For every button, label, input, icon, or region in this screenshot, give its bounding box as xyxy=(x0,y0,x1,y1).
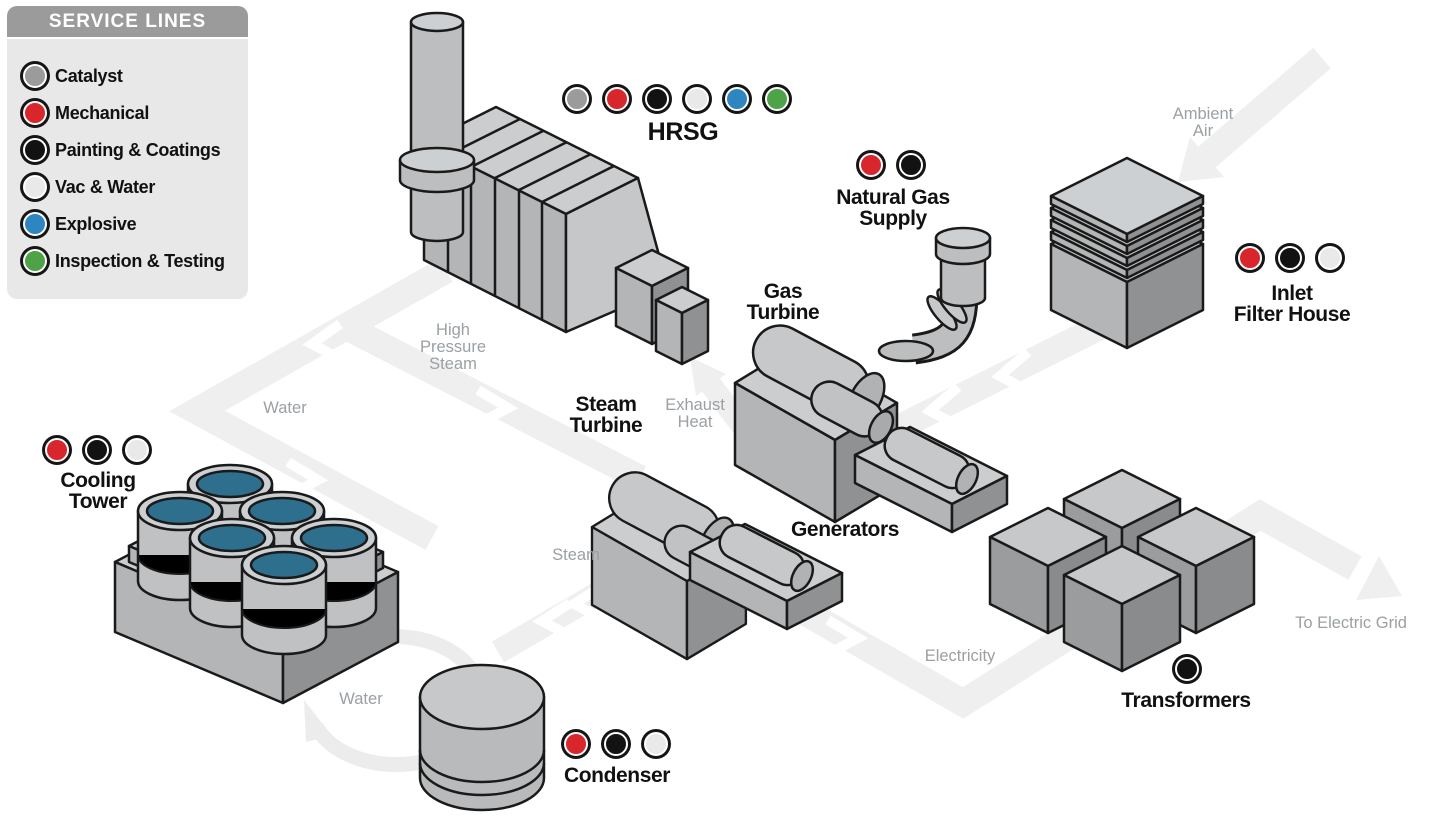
catalyst-dot-icon xyxy=(23,64,47,88)
electricity-label: Electricity xyxy=(924,647,996,665)
generators-label: Generators xyxy=(790,518,900,541)
hrsg-label: HRSG xyxy=(647,118,719,146)
cooling-tower-structure xyxy=(113,463,400,705)
vac-water-dot-icon xyxy=(23,175,47,199)
service-dot xyxy=(899,153,923,177)
service-dot xyxy=(564,732,588,756)
condenser-structure xyxy=(418,663,546,812)
service-dot xyxy=(604,732,628,756)
legend-item-vac-water: Vac & Water xyxy=(23,174,238,200)
painting-dot-icon xyxy=(23,138,47,162)
transformers-label: Transformers xyxy=(1121,689,1251,712)
legend-item-explosive: Explosive xyxy=(23,211,238,237)
service-dot xyxy=(1278,246,1302,270)
inlet-filter-house-structure xyxy=(1049,156,1205,350)
generator-a-structure xyxy=(853,425,1009,534)
legend-body: Catalyst Mechanical Painting & Coatings … xyxy=(7,39,248,299)
steam-label: Steam xyxy=(552,546,600,564)
legend-item-catalyst: Catalyst xyxy=(23,63,238,89)
cooling-tower-label: Cooling Tower xyxy=(60,469,136,513)
condenser-label: Condenser xyxy=(563,764,671,787)
cooling-cells xyxy=(136,463,378,656)
service-dot xyxy=(45,438,69,462)
to-electric-grid-label: To Electric Grid xyxy=(1295,614,1407,632)
water-upper-label: Water xyxy=(263,399,307,417)
structures xyxy=(113,11,1256,812)
service-dot xyxy=(1318,246,1342,270)
legend-title: SERVICE LINES xyxy=(7,6,248,37)
generator-b-structure xyxy=(688,522,844,631)
exhaust-heat-label: Exhaust Heat xyxy=(665,396,725,431)
service-dot xyxy=(644,732,668,756)
natural-gas-supply-label: Natural Gas Supply xyxy=(836,186,950,230)
water-lower-label: Water xyxy=(339,690,383,708)
service-dot xyxy=(1175,657,1199,681)
service-dot xyxy=(565,87,589,111)
transformers-service-dots xyxy=(1175,657,1199,681)
service-lines-legend: SERVICE LINES Catalyst Mechanical Painti… xyxy=(7,6,248,299)
service-dot xyxy=(645,87,669,111)
water-return-band xyxy=(169,258,453,550)
legend-item-inspection: Inspection & Testing xyxy=(23,248,238,274)
service-dot xyxy=(765,87,789,111)
legend-item-painting: Painting & Coatings xyxy=(23,137,238,163)
service-dot xyxy=(605,87,629,111)
natural-gas-service-dots xyxy=(859,153,923,177)
cooling-tower-service-dots xyxy=(45,438,149,462)
ambient-air-label: Ambient Air xyxy=(1172,105,1234,140)
condenser-service-dots xyxy=(564,732,668,756)
transformers-structure xyxy=(988,468,1256,673)
inlet-filter-house-label: Inlet Filter House xyxy=(1233,282,1351,326)
explosive-dot-icon xyxy=(23,212,47,236)
filter-slabs xyxy=(1049,156,1205,280)
mechanical-dot-icon xyxy=(23,101,47,125)
legend-item-mechanical: Mechanical xyxy=(23,100,238,126)
inspection-dot-icon xyxy=(23,249,47,273)
service-dot xyxy=(1238,246,1262,270)
gas-turbine-label: Gas Turbine xyxy=(746,280,820,324)
service-dot xyxy=(85,438,109,462)
ambient-air-arrow xyxy=(1178,47,1331,182)
high-pressure-steam-band xyxy=(346,318,646,490)
natural-gas-pipe-structure xyxy=(877,226,992,365)
high-pressure-steam-label: High Pressure Steam xyxy=(419,321,487,373)
service-dot xyxy=(859,153,883,177)
air-flow-band xyxy=(866,306,1124,453)
hrsg-service-dots xyxy=(565,87,789,111)
service-dot xyxy=(725,87,749,111)
hrsg-stack xyxy=(398,11,476,243)
hrsg-structure xyxy=(398,11,710,366)
inlet-filter-service-dots xyxy=(1238,246,1342,270)
steam-turbine-label: Steam Turbine xyxy=(569,393,643,437)
service-dot xyxy=(125,438,149,462)
service-dot xyxy=(685,87,709,111)
